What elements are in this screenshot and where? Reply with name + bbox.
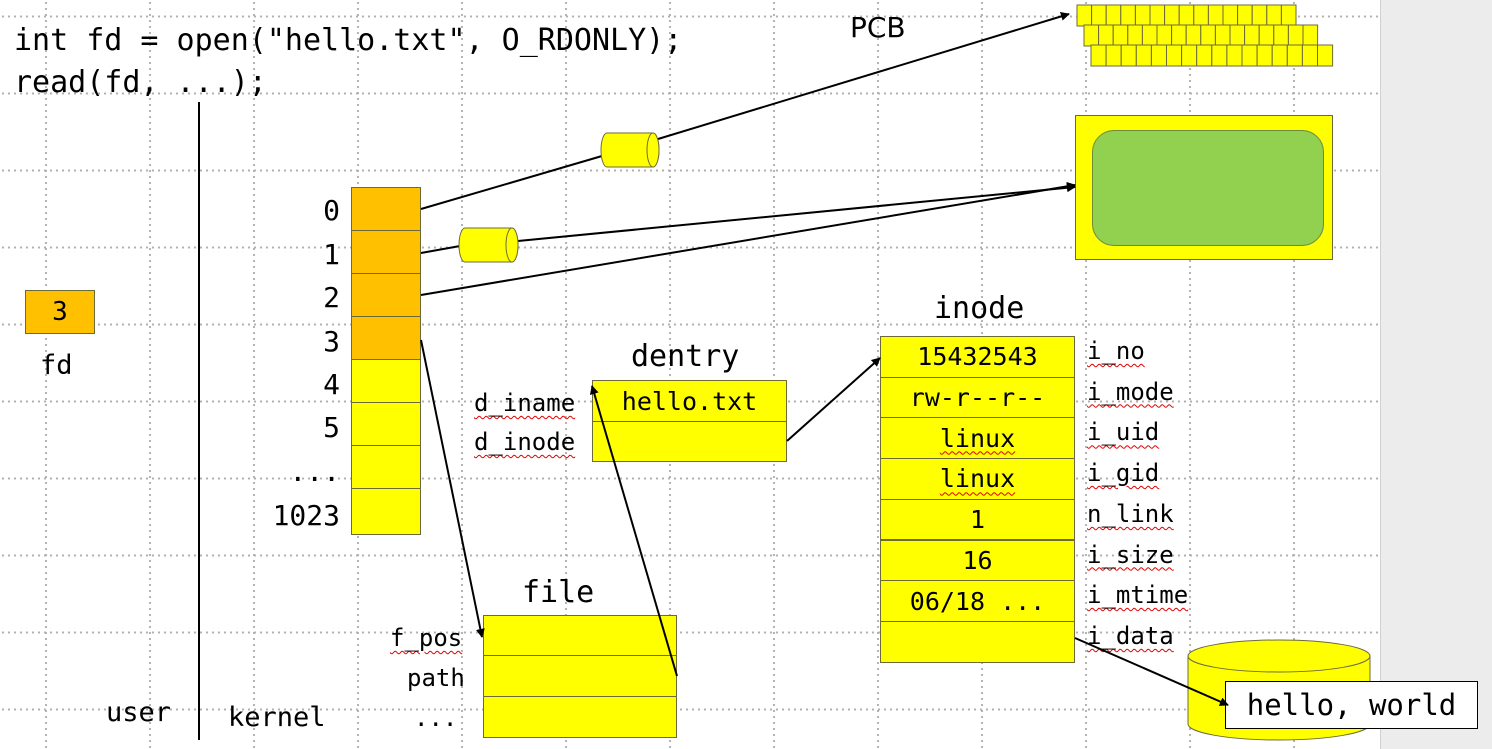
inode-row-i-no: 15432543	[880, 336, 1075, 378]
arrows-layer	[420, 12, 1229, 706]
arrow-fd0-pipe	[420, 155, 603, 210]
inode-field-label: i_data	[1087, 621, 1174, 650]
dentry-title: dentry	[631, 339, 740, 374]
inode-value: 1	[969, 505, 986, 535]
fd-index-1023: 1023	[272, 499, 340, 532]
fd-value-box: 3	[25, 290, 95, 334]
dentry-inode-cell	[592, 421, 787, 462]
fd-index-0: 0	[323, 194, 340, 227]
file-fpos-cell	[483, 615, 677, 656]
arrow-pipe-pcb	[657, 12, 1070, 140]
fd-slot-5	[351, 402, 421, 446]
file-more-cell	[483, 696, 677, 738]
fd-slot-3	[351, 316, 421, 360]
disk-top	[1187, 639, 1371, 673]
dentry-field-d-inode: d_inode	[474, 428, 576, 456]
fd-slot-1023	[351, 488, 421, 535]
inode-row-i-size: 16	[880, 539, 1075, 582]
inode-field-label: i_mtime	[1087, 581, 1189, 610]
pcb-label: PCB	[850, 11, 906, 44]
file-path-cell	[483, 655, 677, 697]
arrow-file-dentry	[589, 385, 678, 677]
arrow-pipe-display	[517, 183, 1076, 242]
fd-index-4: 4	[323, 368, 340, 401]
file-field-more: ...	[414, 704, 458, 732]
fd-slot-4	[351, 359, 421, 403]
file-title: file	[522, 575, 595, 610]
inode-field-label: i_size	[1087, 540, 1174, 569]
inode-value: 06/18 ...	[909, 586, 1046, 616]
pcb-key	[1317, 44, 1334, 67]
disk-content: hello, world	[1246, 688, 1457, 722]
dentry-iname-cell: hello.txt	[592, 380, 787, 422]
fd-label: fd	[40, 350, 73, 381]
display-screen	[1092, 130, 1324, 246]
file-field-f-pos: f_pos	[390, 624, 463, 652]
inode-field-label: i_gid	[1087, 459, 1160, 488]
dentry-iname-value: hello.txt	[621, 386, 758, 416]
arrow-inode-disk	[1074, 637, 1229, 706]
inode-field-label: i_uid	[1087, 418, 1160, 447]
fd-slot-1	[351, 230, 421, 274]
inode-row-i-gid: linux	[880, 458, 1075, 500]
pipe-stdin	[600, 132, 660, 168]
inode-row-i-uid: linux	[880, 417, 1075, 460]
fd-index-1: 1	[323, 238, 340, 271]
display-device	[1075, 115, 1333, 260]
inode-row-i-data	[880, 620, 1075, 663]
arrow-dentry-inode	[786, 357, 881, 442]
code-line-read: read(fd, ...);	[14, 65, 267, 100]
fd-index-5: 5	[323, 411, 340, 444]
inode-field-label: i_mode	[1087, 377, 1174, 406]
inode-value: linux	[939, 423, 1016, 453]
inode-value: 16	[962, 545, 993, 575]
arrow-fd1-pipe	[420, 245, 461, 254]
pipe-stdout	[458, 227, 519, 263]
inode-title: inode	[934, 291, 1025, 326]
fd-index-3: 3	[323, 325, 340, 358]
code-line-open: int fd = open("hello.txt", O_RDONLY);	[14, 23, 683, 58]
pcb-keys	[1076, 4, 1334, 67]
arrow-fd2-display	[420, 181, 1076, 296]
dentry-field-d-iname: d_iname	[474, 389, 576, 417]
disk-content-box: hello, world	[1225, 681, 1478, 729]
inode-field-label: i_no	[1087, 337, 1145, 365]
inode-row-i-mode: rw-r--r--	[880, 376, 1075, 419]
pcb-keyboard-graphic	[1076, 4, 1334, 67]
kernel-label: kernel	[228, 702, 326, 733]
fd-index-2: 2	[323, 281, 340, 314]
right-panel	[1380, 0, 1492, 749]
inode-value: linux	[939, 464, 1016, 494]
fd-value: 3	[52, 297, 68, 327]
user-kernel-divider	[198, 102, 200, 740]
fd-index-ellipsis: ...	[289, 455, 340, 488]
file-field-path: path	[407, 664, 465, 692]
inode-value: 15432543	[917, 342, 1038, 372]
arrow-fd3-file	[420, 339, 485, 638]
inode-value: rw-r--r--	[909, 383, 1046, 413]
user-label: user	[106, 697, 172, 728]
inode-row-i-mtime: 06/18 ...	[880, 580, 1075, 622]
inode-field-label: n_link	[1087, 499, 1174, 528]
